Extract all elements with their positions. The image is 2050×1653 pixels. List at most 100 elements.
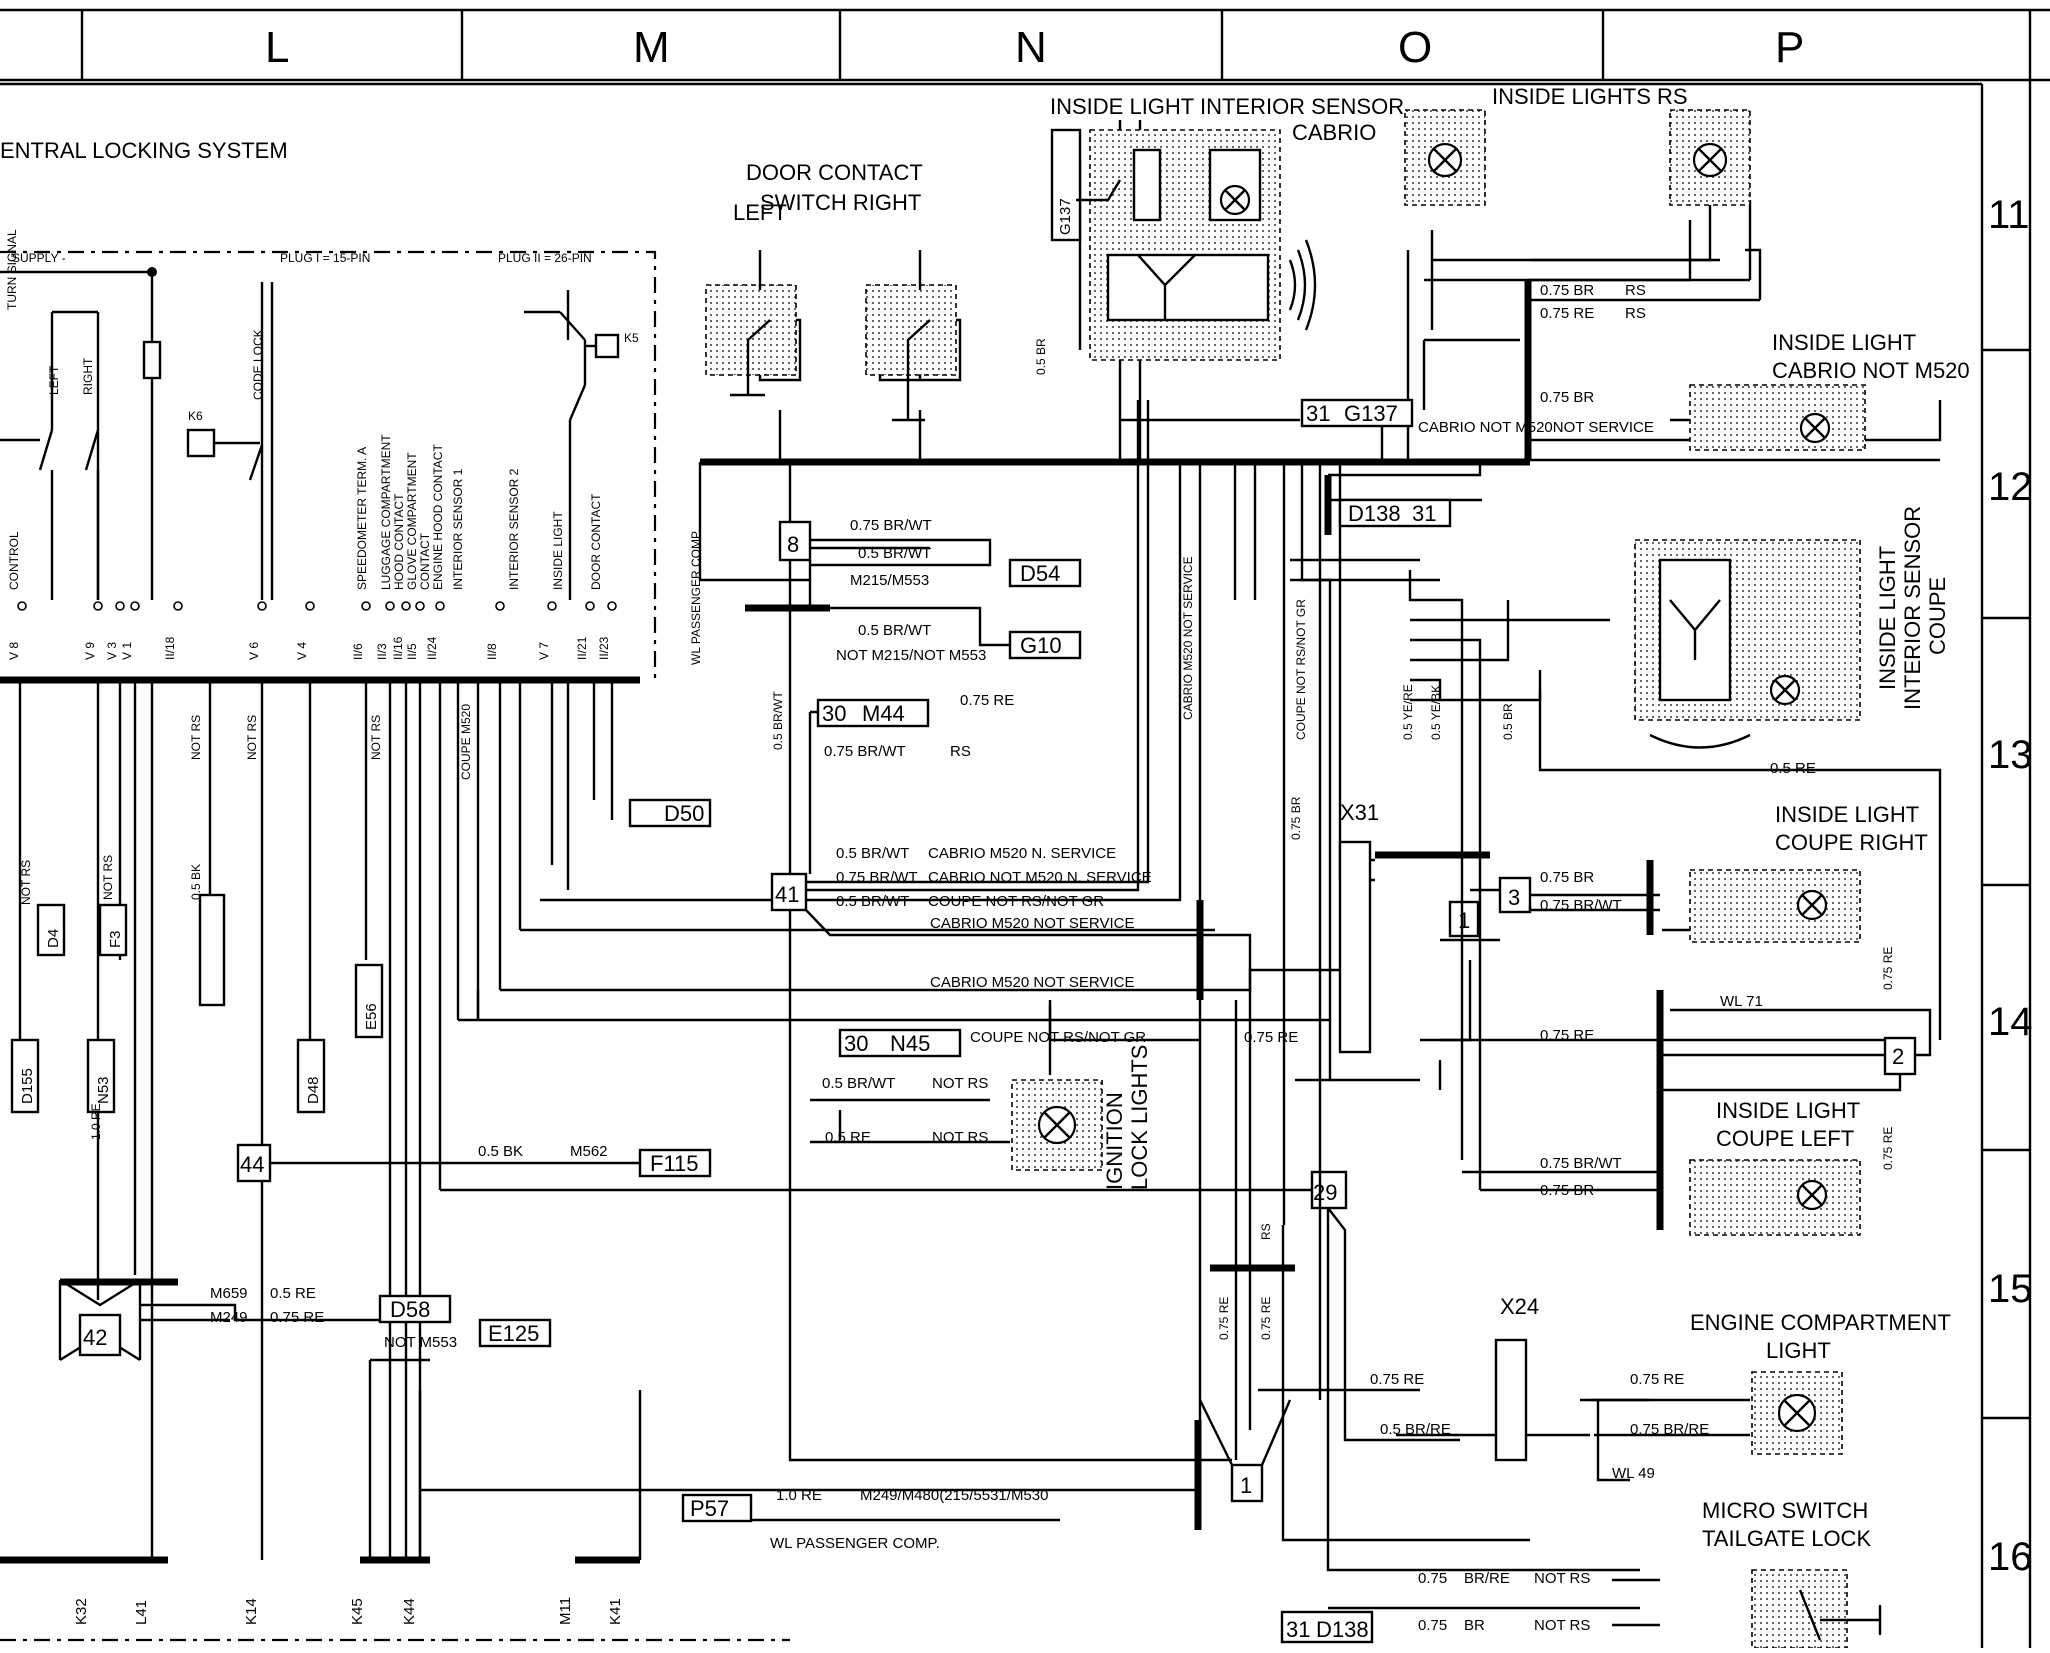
connector-1-bottom (1198, 1399, 1292, 1503)
wire-label-075re-v2: 0.75 RE (1259, 1297, 1273, 1340)
pin-terminal (361, 601, 371, 611)
wire-label-075br-rs: 0.75 BR (1540, 282, 1594, 299)
wire-label-05yebk: 0.5 YE/BK (1429, 685, 1443, 740)
node-2-label: 2 (1892, 1044, 1904, 1069)
wire-label-coupe-m520: COUPE M520 (459, 704, 473, 780)
row-label-13: 13 (1988, 733, 2033, 777)
control-unit-internals (0, 267, 620, 600)
ref-k14: K14 (243, 1598, 260, 1625)
ref-boxes (378, 398, 1452, 1644)
wire-label-075re-5: 0.75 RE (1370, 1371, 1424, 1388)
row-label-12: 12 (1988, 465, 2033, 509)
pin-label-left: LEFT (47, 365, 61, 395)
pin-label: II/8 (485, 643, 499, 660)
wire-label-05brre: 0.5 BR/RE (1380, 1421, 1451, 1438)
coupe-sensor-label-2: INTERIOR SENSOR (1900, 506, 1925, 710)
node-29-label: 29 (1313, 1180, 1337, 1205)
connector-8 (778, 520, 812, 562)
pin-label: II/21 (575, 636, 589, 660)
wire-label-notrs-1: NOT RS (19, 860, 33, 905)
ref-n53: N53 (95, 1076, 112, 1104)
ref-m44: M44 (862, 701, 905, 726)
pin-label: V 6 (247, 642, 261, 660)
wire-label-075brwt-1: 0.75 BR/WT (850, 517, 932, 534)
central-locking-title: ENTRAL LOCKING SYSTEM (0, 138, 288, 163)
ref-k44: K44 (401, 1598, 418, 1625)
inside-light-coupe-left (1689, 1159, 1861, 1236)
column-label-m: M (633, 23, 670, 72)
wire-label-05br: 0.5 BR (1034, 338, 1048, 375)
pin-label-speedometer: SPEEDOMETER TERM. A (355, 447, 369, 590)
wire-label-notrs-h3: NOT RS (1534, 1570, 1590, 1587)
pin-label-turn-signal: TURN SIGNAL (5, 229, 19, 310)
ref-d58: D58 (390, 1297, 430, 1322)
harness-wires-left (18, 680, 614, 1560)
pin-terminal (415, 601, 425, 611)
pin-label-code-lock: CODE LOCK (251, 329, 265, 400)
inside-light-cabrio-label-1: INSIDE LIGHT (1772, 330, 1916, 355)
ref-d4: D4 (45, 929, 62, 948)
pin-terminal (585, 601, 595, 611)
pin-label: V 9 (83, 642, 97, 660)
wire-label-m562: M562 (570, 1143, 608, 1160)
left-refs (10, 893, 384, 1114)
wire-label-05re-2: 0.5 RE (270, 1285, 316, 1302)
ref-d50: D50 (664, 801, 704, 826)
wire-label-wl49: WL 49 (1612, 1465, 1655, 1482)
pin-label-interior-sensor-1: INTERIOR SENSOR 1 (451, 468, 465, 590)
pin-label: II/23 (597, 636, 611, 660)
pin-terminal (385, 601, 395, 611)
wire-label-rs-3: RS (1625, 305, 1646, 322)
pin-terminal (401, 601, 411, 611)
pin-label: V 4 (295, 642, 309, 660)
pin-label: V 1 (120, 642, 134, 660)
row-label-14: 14 (1988, 1000, 2033, 1044)
control-unit-outline (0, 250, 790, 1642)
pin-label: V 3 (105, 642, 119, 660)
k6-label: K6 (188, 409, 203, 423)
wire-label-coupe-not-rs-v: COUPE NOT RS/NOT GR (1294, 599, 1308, 740)
pin-label-inside-light: INSIDE LIGHT (551, 511, 565, 590)
ref-d48: D48 (305, 1076, 322, 1104)
wire-label-br: BR (1464, 1617, 1485, 1634)
ref-f115: F115 (650, 1151, 699, 1176)
pin-label-door-contact: DOOR CONTACT (589, 493, 603, 590)
ref-f3: F3 (107, 930, 124, 948)
row-label-16: 16 (1988, 1535, 2033, 1579)
pin-label: II/18 (163, 636, 177, 660)
column-label-l: L (265, 23, 289, 72)
wire-label-075re-3: 0.75 RE (270, 1309, 324, 1326)
wire-label-10re: 1.0 RE (89, 1103, 103, 1140)
node-3-label: 3 (1508, 885, 1520, 910)
inside-light-cabrio-label-2: CABRIO NOT M520 (1772, 358, 1970, 383)
wire-label-05brwt-v: 0.5 BR/WT (771, 691, 785, 750)
wire-label-cabrio-m520-not-service-v: CABRIO M520 NOT SERVICE (1181, 556, 1195, 720)
wire-label-075br-2: 0.75 BR (1540, 869, 1594, 886)
engine-compartment-light (1751, 1371, 1843, 1455)
pin-label: II/5 (405, 643, 419, 660)
wire-label-wl-passenger-h: WL PASSENGER COMP. (770, 1535, 940, 1552)
inside-light-interior-sensor-label: INSIDE LIGHT INTERIOR SENSOR (1050, 94, 1404, 119)
ref-d155: D155 (19, 1068, 36, 1104)
wire-label-notrs-4: NOT RS (245, 715, 259, 760)
wire-label-cabrio-m520-not-service-2: CABRIO M520 NOT SERVICE (930, 974, 1135, 991)
wire-label-wl-passenger-v: WL PASSENGER COMP. (689, 529, 703, 665)
wire-label-075br-3: 0.75 BR (1540, 1182, 1594, 1199)
wire-label-05bk-h: 0.5 BK (478, 1143, 523, 1160)
wire-label-075brwt-4: 0.75 BR/WT (1540, 897, 1622, 914)
wire-label-rs-1: RS (950, 743, 971, 760)
ref-d138-bottom: D138 (1316, 1617, 1369, 1642)
wire-label-075re-1: 0.75 RE (960, 692, 1014, 709)
ref-n45: N45 (890, 1031, 930, 1056)
ref-e56: E56 (363, 1003, 380, 1030)
coupe-left-label-2: COUPE LEFT (1716, 1126, 1854, 1151)
ref-k32: K32 (73, 1598, 90, 1625)
pin-terminal (305, 601, 315, 611)
ref-31-d138: 31 (1412, 501, 1436, 526)
connector-44 (236, 1143, 272, 1183)
pin-label: II/16 (391, 636, 405, 660)
wire-label-cabrio-not-m520-not-service: CABRIO NOT M520NOT SERVICE (1418, 419, 1654, 436)
